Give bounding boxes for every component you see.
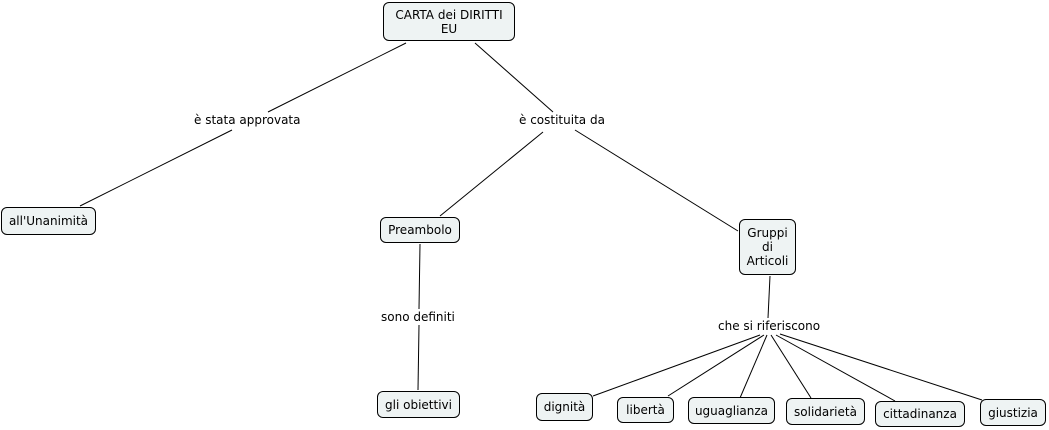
concept-preambolo[interactable]: Preambolo: [380, 217, 460, 243]
link-definiti-obiettivi: [417, 324, 420, 391]
link-riferiscono-dignita: [592, 334, 761, 397]
link-riferiscono-cittadinanza: [775, 334, 896, 402]
link-riferiscono-uguaglianza: [739, 334, 768, 399]
link-root-costituita: [474, 42, 554, 113]
link-label-definiti: sono definiti: [380, 310, 456, 324]
link-preambolo-definiti: [418, 243, 421, 310]
concept-obiettivi[interactable]: gli obiettivi: [377, 391, 460, 418]
concept-solidarieta[interactable]: solidarietà: [786, 398, 865, 425]
link-approvata-unanimita: [79, 129, 233, 207]
link-costituita-gruppi: [574, 129, 739, 232]
concept-dignita[interactable]: dignità: [536, 393, 593, 421]
concept-liberta[interactable]: libertà: [617, 397, 674, 423]
link-costituita-preambolo: [439, 131, 544, 217]
link-root-approvata: [267, 42, 407, 113]
link-riferiscono-giustizia: [779, 333, 983, 401]
concept-uguaglianza[interactable]: uguaglianza: [688, 397, 775, 424]
link-label-approvata: è stata approvata: [193, 113, 302, 127]
link-riferiscono-solidarieta: [770, 334, 812, 399]
link-gruppi-riferiscono: [767, 275, 771, 319]
link-label-costituita: è costituita da: [518, 113, 606, 127]
link-riferiscono-liberta: [667, 334, 765, 397]
concept-giustizia[interactable]: giustizia: [980, 399, 1046, 426]
concept-gruppi-articoli[interactable]: Gruppi di Articoli: [739, 219, 796, 275]
concept-cittadinanza[interactable]: cittadinanza: [875, 401, 965, 427]
link-label-riferiscono: che si riferiscono: [717, 319, 822, 333]
concept-unanimita[interactable]: all'Unanimità: [1, 207, 96, 235]
concept-carta-diritti[interactable]: CARTA dei DIRITTI EU: [383, 2, 515, 41]
